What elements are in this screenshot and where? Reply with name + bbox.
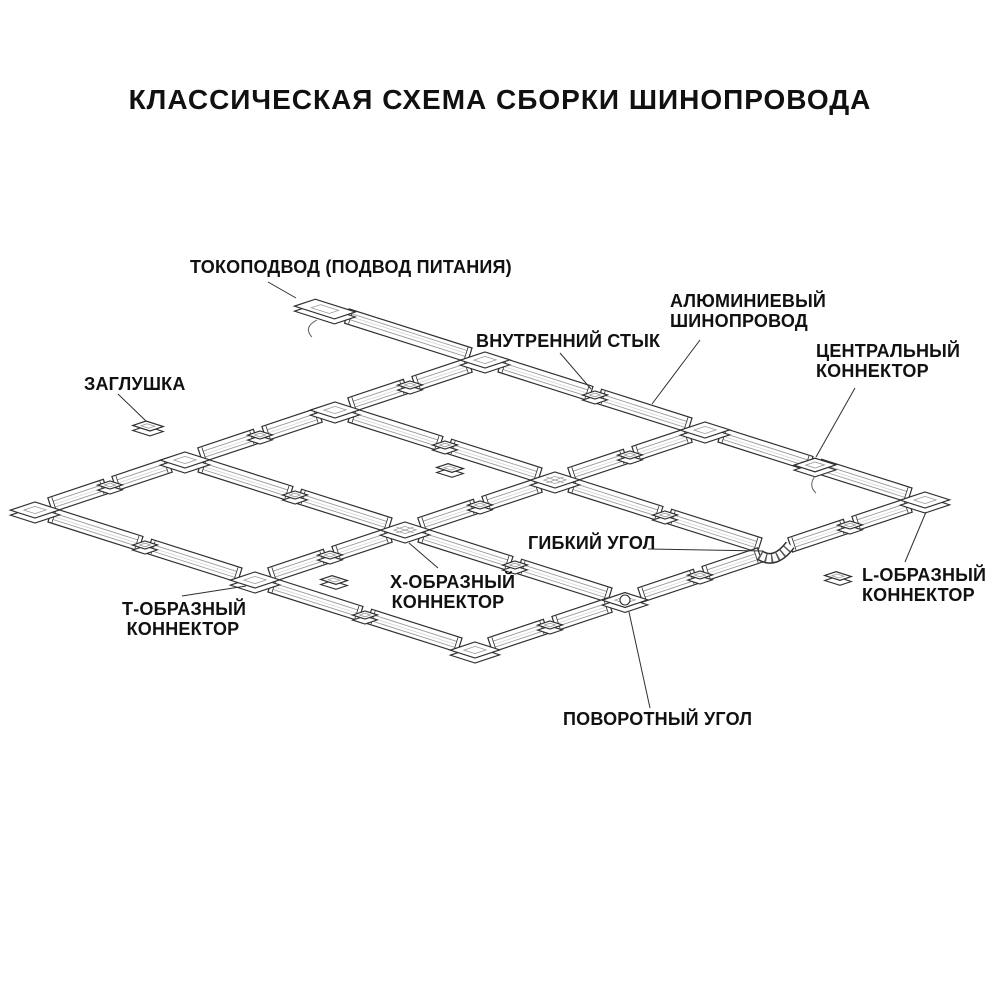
track-joint [130,540,160,555]
track-bar [567,476,664,522]
label-t-connector-line1: Т-ОБРАЗНЫЙ [122,599,247,619]
track-bar [497,356,594,402]
corner-connector [448,641,502,664]
label-aluminum-track: АЛЮМИНИЕВЫЙ ШИНОПРОВОД [670,291,826,331]
track-bar [47,506,144,552]
x-connector [378,521,432,544]
track-bar [347,378,409,413]
leader-lines [117,281,927,709]
t-connector [228,571,282,594]
label-central-connector-line1: ЦЕНТРАЛЬНЫЙ [816,341,961,361]
track-joint [500,560,530,575]
label-x-connector: Х-ОБРАЗНЫЙ КОННЕКТОР [390,572,516,612]
power-feed-unit [292,298,358,338]
feed-t-connector [458,351,512,374]
track-bar [343,308,473,364]
track-bar [47,478,109,513]
label-t-connector: Т-ОБРАЗНЫЙ КОННЕКТОР [122,599,247,639]
label-end-cap: ЗАГЛУШКА [84,374,186,394]
track-joint [95,480,125,495]
label-rotary-corner: ПОВОРОТНЫЙ УГОЛ [563,709,753,729]
track-joint [350,610,380,625]
track-joint [580,390,610,405]
spare-connector [318,575,350,590]
track-bar [366,608,463,654]
x-connector [528,471,582,494]
track-bar [516,558,613,604]
track-segments [47,308,913,654]
label-inner-joint: ВНУТРЕННИЙ СТЫК [476,331,661,351]
end-cap-piece [130,420,166,437]
t-connector [158,451,212,474]
flexible-corner [756,541,795,564]
track-joint [245,430,275,445]
spare-connector [434,463,466,478]
track-joint [395,380,425,395]
label-l-connector-line1: L-ОБРАЗНЫЙ [862,565,987,585]
track-bar [267,576,364,622]
track-bar [701,547,763,582]
track-bar [787,518,849,553]
track-bar [446,438,543,484]
track-joint [650,510,680,525]
l-connector [898,491,952,514]
track-bar [637,568,699,603]
track-joint [615,450,645,465]
track-bar [816,458,913,504]
track-bar [197,428,259,463]
rotary-corner [600,591,650,614]
track-joint [430,440,460,455]
track-joint [465,500,495,515]
label-l-connector: L-ОБРАЗНЫЙ КОННЕКТОР [862,565,986,605]
track-bar [417,498,479,533]
track-bar [417,526,514,572]
track-bar [146,538,243,584]
label-central-connector-line2: КОННЕКТОР [816,361,929,381]
label-aluminum-track-line2: ШИНОПРОВОД [670,311,808,331]
track-bar [347,406,444,452]
track-joint [280,490,310,505]
t-connector [308,401,362,424]
track-joint [835,520,865,535]
track-bar [197,456,294,502]
t-connector [678,421,732,444]
track-bar [296,488,393,534]
track-joint [535,620,565,635]
track-joint [315,550,345,565]
track-bar [666,508,763,554]
label-x-connector-line2: КОННЕКТОР [391,592,505,612]
label-l-connector-line2: КОННЕКТОР [862,585,975,605]
connectors [8,298,952,664]
spare-connector [822,571,854,586]
label-aluminum-track-line1: АЛЮМИНИЕВЫЙ [670,291,827,311]
page-title: КЛАССИЧЕСКАЯ СХЕМА СБОРКИ ШИНОПРОВОДА [128,84,872,115]
corner-connector [8,501,62,524]
track-bar [596,388,693,434]
track-bar [567,448,629,483]
track-joint [685,570,715,585]
label-flexible-corner: ГИБКИЙ УГОЛ [528,533,656,553]
label-power-feed: ТОКОПОДВОД (ПОДВОД ПИТАНИЯ) [190,257,512,277]
label-x-connector-line1: Х-ОБРАЗНЫЙ [390,572,516,592]
label-t-connector-line2: КОННЕКТОР [126,619,240,639]
label-central-connector: ЦЕНТРАЛЬНЫЙ КОННЕКТОР [816,341,960,381]
track-bar [551,597,613,632]
central-connector [792,457,838,494]
